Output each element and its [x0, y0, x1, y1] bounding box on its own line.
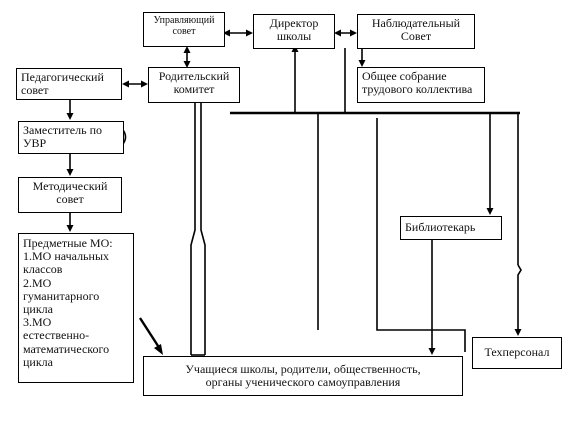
arrowhead-left [334, 29, 341, 37]
arrowhead-right [350, 29, 357, 37]
node-technical-staff-line-1: Техперсонал [484, 345, 550, 359]
node-methodical-council-line-1: Методический [32, 179, 108, 193]
node-subject-mo: Предметные МО: 1.МО начальных классов 2.… [18, 233, 134, 383]
link-mo-students [138, 317, 162, 350]
arrowhead-left [122, 80, 129, 88]
arrowhead-down [183, 61, 191, 68]
node-methodical-council-line-2: совет [56, 192, 84, 206]
node-director-line-1: Директор [269, 16, 319, 30]
arrowhead-down [66, 113, 74, 120]
node-parent-committee: Родительский комитет [148, 67, 240, 103]
node-students: Учащиеся школы, родители, общественность… [143, 356, 463, 396]
node-supervisory-council: Наблюдательный Совет [357, 14, 475, 49]
arrowhead-down [66, 225, 74, 232]
node-governing-council-line-1: Управляющий [153, 15, 215, 26]
node-librarian-line-1: Библиотекарь [405, 220, 476, 234]
node-subject-mo-line-3: классов [23, 262, 63, 277]
node-parent-committee-line-2: комитет [173, 82, 215, 96]
arrowhead-left [223, 29, 230, 37]
node-technical-staff: Техперсонал [472, 337, 562, 369]
node-governing-council-line-2: совет [172, 26, 196, 37]
arrowhead-up [183, 46, 191, 53]
arrowhead-diagonal [154, 344, 163, 355]
node-general-meeting-line-1: Общее собрание [362, 69, 447, 83]
arrowhead-down [358, 60, 366, 67]
node-general-meeting-line-2: трудового коллектива [362, 82, 473, 96]
node-pedagogical-council-line-2: совет [21, 83, 49, 97]
link-parents-students-a [190, 102, 196, 355]
node-librarian: Библиотекарь [400, 216, 502, 240]
arrowhead-right [246, 29, 253, 37]
arrowhead-right [141, 80, 148, 88]
node-subject-mo-line-8: естественно- [23, 328, 90, 343]
node-pedagogical-council: Педагогический совет [16, 68, 122, 100]
node-subject-mo-line-10: цикла [23, 354, 53, 369]
node-subject-mo-line-6: цикла [23, 302, 53, 317]
link-bus-techstaff-lower [517, 264, 522, 333]
node-pedagogical-council-line-1: Педагогический [21, 70, 104, 84]
node-students-line-1: Учащиеся школы, родители, общественность… [185, 362, 421, 376]
node-subject-mo-line-9: математического [23, 341, 110, 356]
node-deputy-director: Заместитель по УВР [18, 121, 124, 154]
node-subject-mo-line-2: 1.МО начальных [23, 249, 110, 264]
node-students-line-2: органы ученического самоуправления [205, 375, 401, 389]
link-parents-students-b [200, 102, 206, 355]
node-director-line-2: школы [276, 29, 312, 43]
arrowhead-down [428, 348, 436, 355]
node-subject-mo-line-1: Предметные МО: [23, 236, 113, 250]
arrowhead-down [486, 208, 494, 215]
link-bus-students-branch [376, 118, 466, 352]
node-subject-mo-line-7: 3.МО [23, 315, 52, 330]
node-governing-council: Управляющий совет [143, 12, 225, 47]
node-subject-mo-line-5: гуманитарного [23, 288, 100, 303]
node-methodical-council: Методический совет [18, 177, 122, 213]
node-supervisory-council-line-2: Совет [400, 29, 432, 43]
node-supervisory-council-line-1: Наблюдательный [371, 16, 461, 30]
arrowhead-down [66, 169, 74, 176]
node-deputy-director-line-2: УВР [23, 136, 47, 150]
arrowhead-down [514, 329, 522, 336]
node-director: Директор школы [253, 14, 335, 49]
node-subject-mo-line-4: 2.МО [23, 275, 52, 290]
node-deputy-director-line-1: Заместитель по [23, 123, 103, 137]
node-parent-committee-line-1: Родительский [158, 69, 230, 83]
node-general-meeting: Общее собрание трудового коллектива [357, 67, 485, 103]
